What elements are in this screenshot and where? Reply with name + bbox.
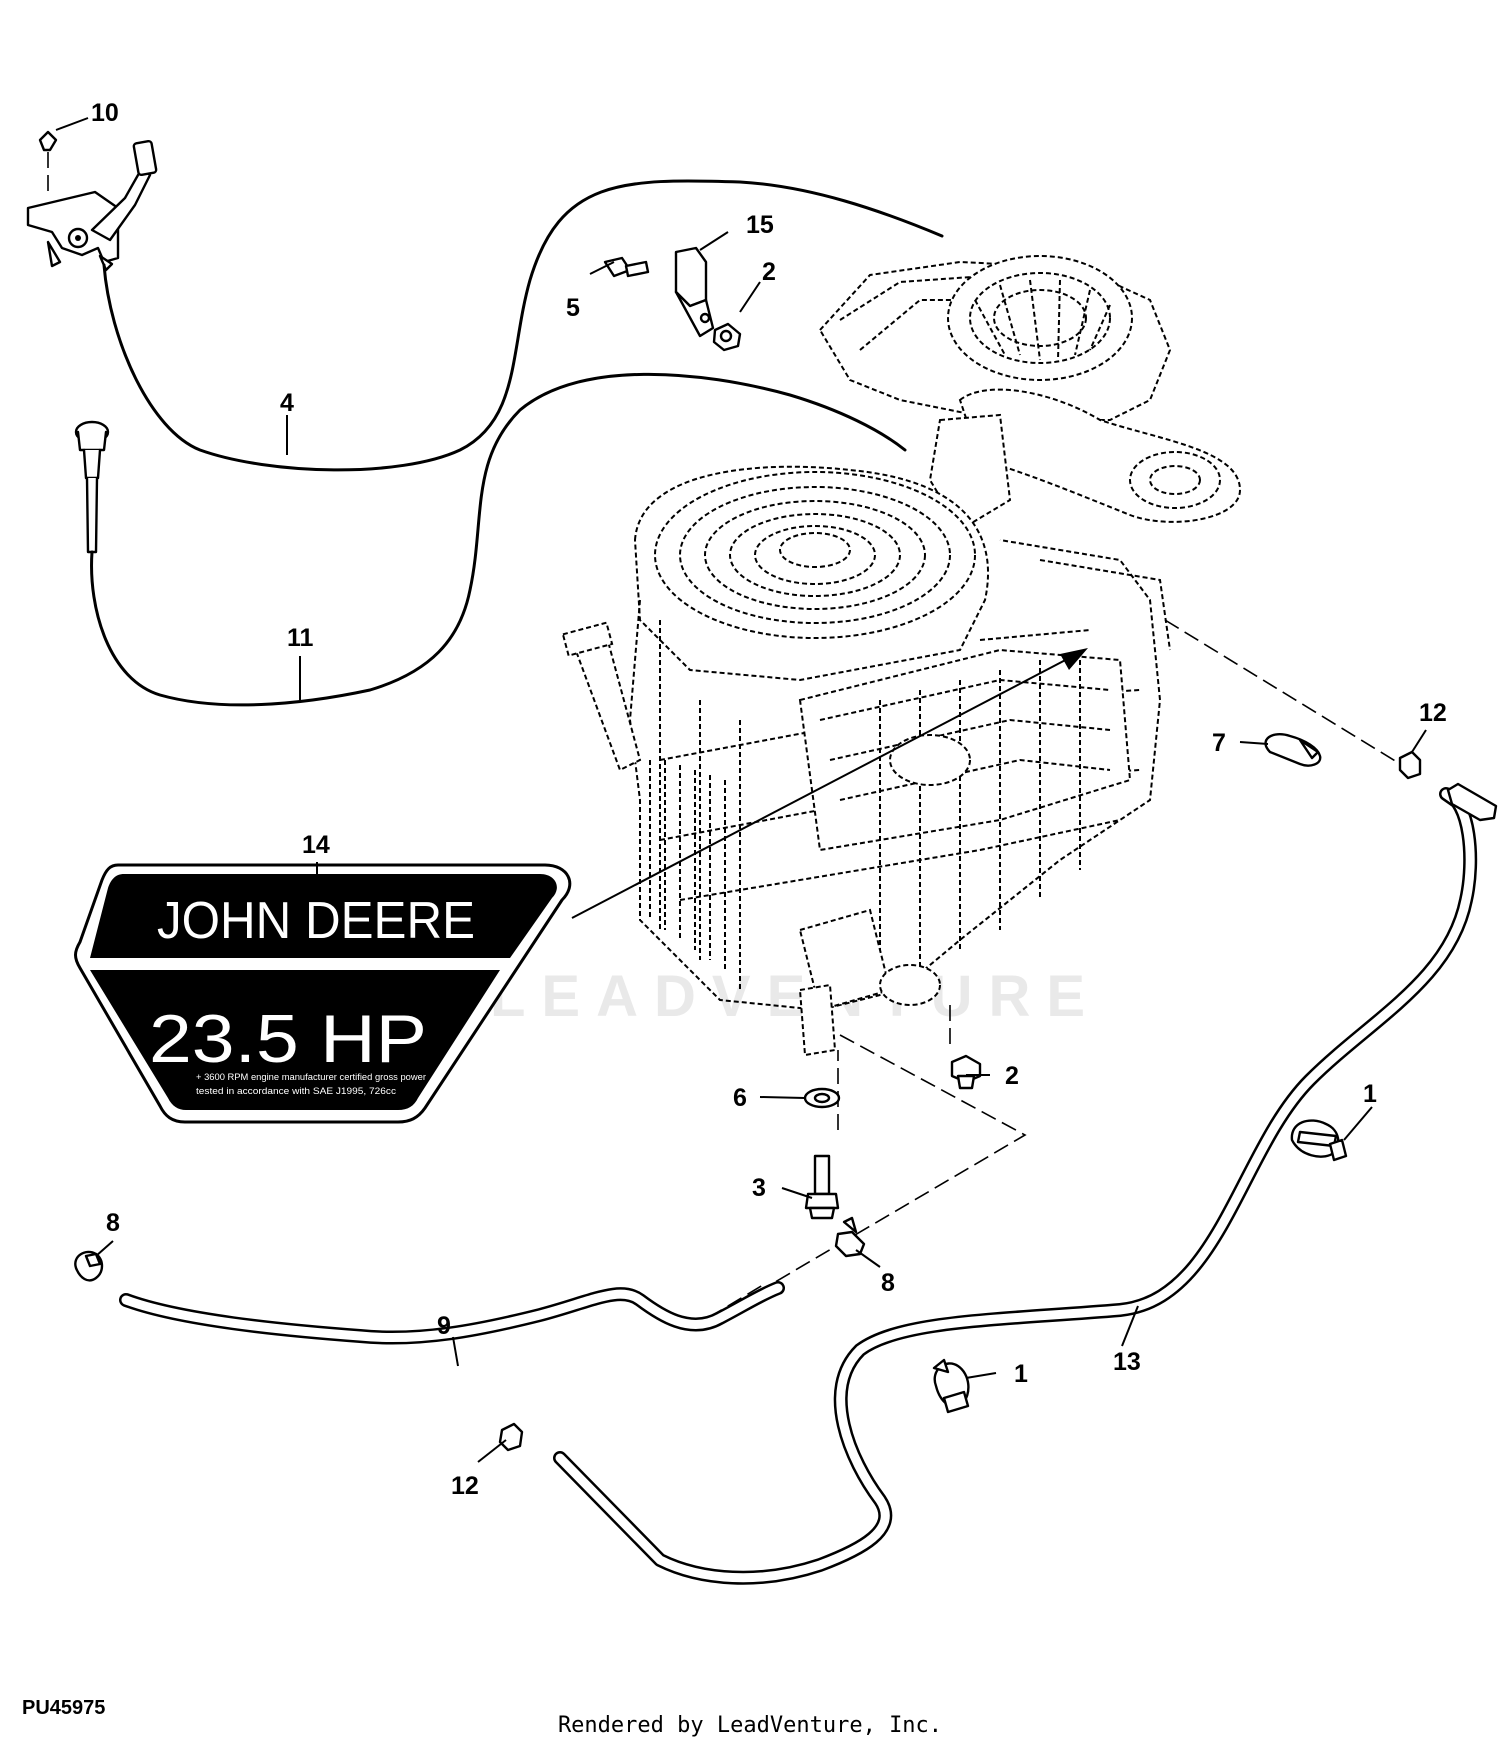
callout-13: 13 — [1113, 1348, 1141, 1376]
callout-3: 3 — [752, 1174, 766, 1202]
callout-5: 5 — [566, 294, 580, 322]
engine-decal: JOHN DEERE 23.5 HP + 3600 RPM engine man… — [74, 863, 572, 1124]
callout-2-lower: 2 — [1005, 1062, 1019, 1090]
callout-leaders — [55, 117, 1427, 1463]
decal-note-line-1: + 3600 RPM engine manufacturer certified… — [196, 1072, 426, 1082]
bracket-bolt-nut-group — [603, 246, 742, 352]
callout-labels: 10 15 2 5 4 11 7 12 14 2 6 1 3 8 8 9 13 … — [91, 99, 1447, 1500]
decal-note-line-2: tested in accordance with SAE J1995, 726… — [196, 1086, 397, 1096]
decal-brand: JOHN DEERE — [157, 892, 475, 950]
hose-clamp-1-lower — [932, 1358, 970, 1414]
callout-2-upper: 2 — [762, 258, 776, 286]
watermark: LEADVENTURE — [490, 964, 1101, 1029]
callout-8-right: 8 — [881, 1269, 895, 1297]
figure-id: PU45975 — [22, 1697, 106, 1719]
callout-14: 14 — [302, 831, 330, 859]
hose-clip-12-lower — [498, 1422, 524, 1452]
hose-clamp-7 — [1264, 733, 1322, 767]
hose-clip-12-upper — [1398, 750, 1422, 780]
vent-hose-9 — [119, 1281, 785, 1345]
engine-mount-hardware — [803, 1054, 982, 1220]
callout-15: 15 — [746, 211, 774, 239]
hose-clip-8-right — [834, 1216, 866, 1258]
hose-clamp-1-upper — [1290, 1119, 1348, 1162]
callout-9: 9 — [437, 1312, 451, 1340]
callout-10: 10 — [91, 99, 119, 127]
engine-phantom — [561, 255, 1242, 1057]
hose-clip-8-left — [74, 1250, 104, 1282]
decal-pointer — [571, 648, 1088, 919]
callout-4: 4 — [280, 389, 294, 417]
callout-7: 7 — [1212, 729, 1226, 757]
throttle-control-bracket — [26, 130, 158, 272]
choke-cable-assembly — [74, 372, 907, 707]
callout-6: 6 — [733, 1084, 747, 1112]
decal-rating: 23.5 HP — [149, 1001, 427, 1077]
callout-12-lower: 12 — [451, 1472, 479, 1500]
callout-8-left: 8 — [106, 1209, 120, 1237]
callout-1-lower: 1 — [1014, 1360, 1028, 1388]
fuel-hose-13 — [553, 782, 1498, 1585]
render-credit: Rendered by LeadVenture, Inc. — [557, 1713, 943, 1738]
callout-11: 11 — [287, 624, 314, 652]
callout-1-upper: 1 — [1363, 1080, 1377, 1108]
throttle-cable — [102, 179, 944, 472]
callout-12-upper: 12 — [1419, 699, 1447, 727]
